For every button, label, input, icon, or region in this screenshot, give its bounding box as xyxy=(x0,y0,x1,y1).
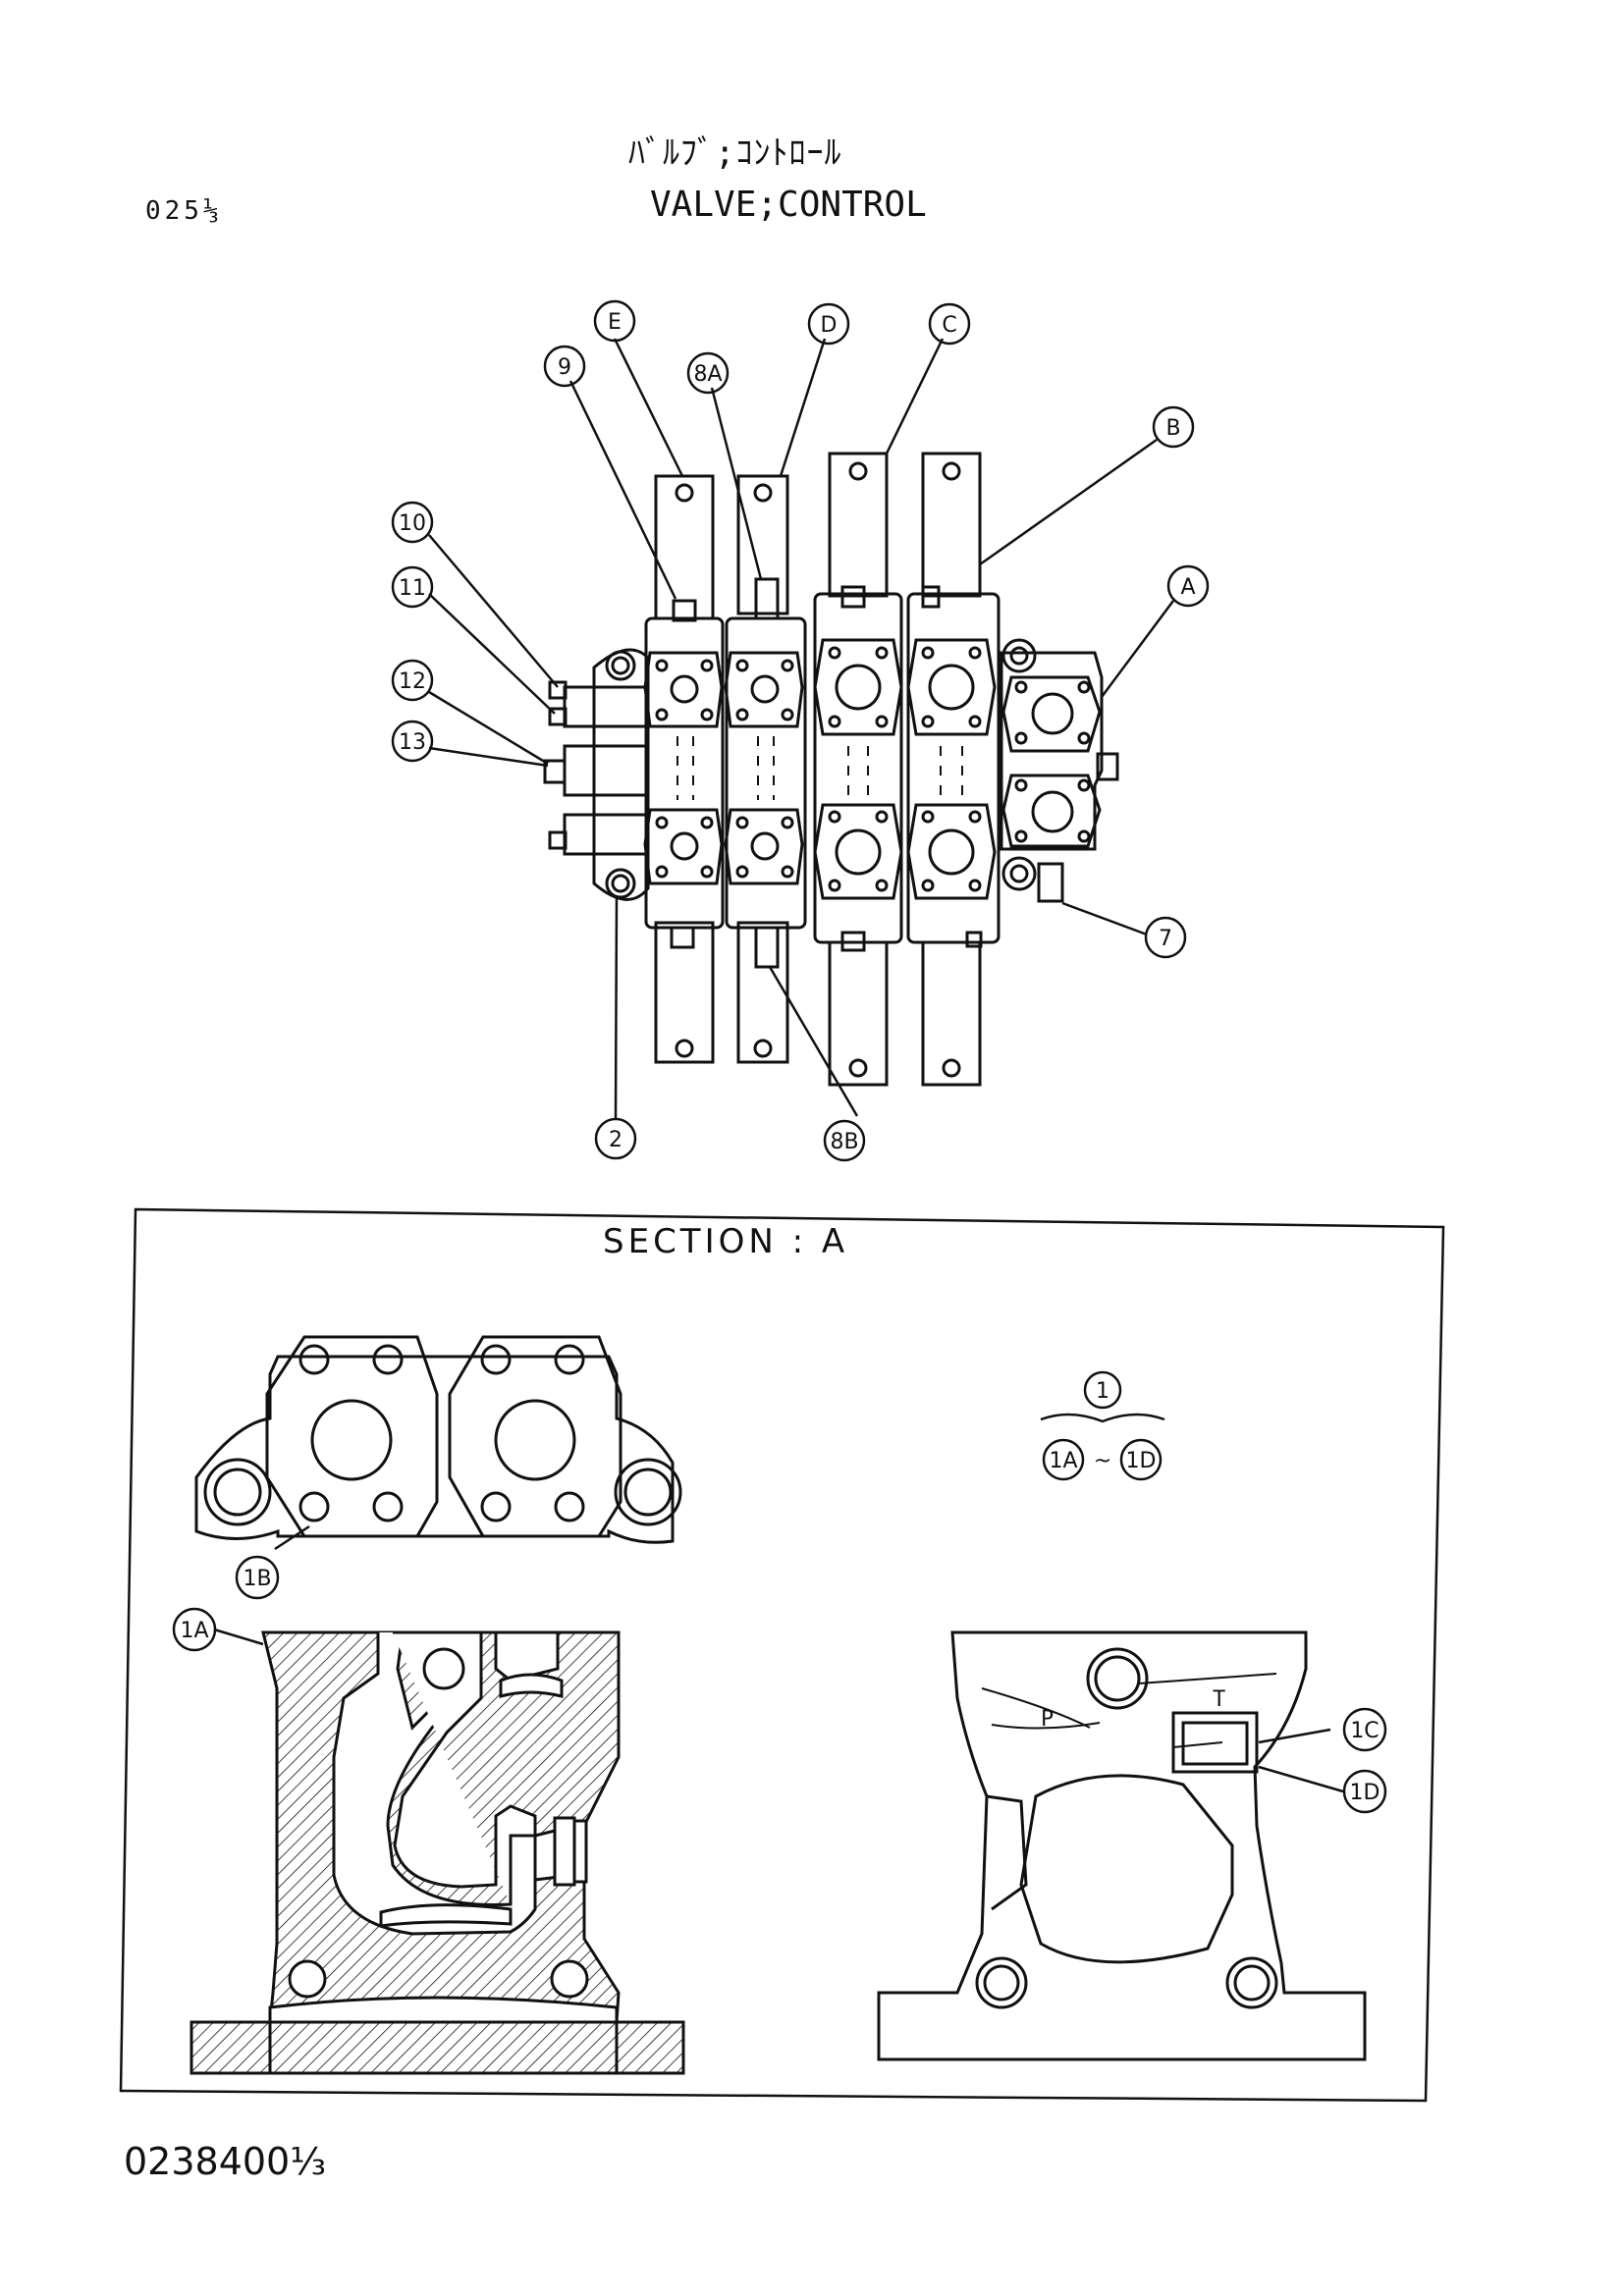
callout-8a: 8A xyxy=(693,362,722,387)
title-english: VALVE;CONTROL xyxy=(650,185,927,225)
main-callouts: E 9 8A D C B 10 11 12 13 A 7 2 8B xyxy=(391,299,1210,1162)
section-legend: 1 1A ~ 1D xyxy=(1040,1370,1165,1481)
legend-top: 1 xyxy=(1096,1379,1109,1404)
end-cover-top-view xyxy=(194,1335,682,1544)
callout-b: B xyxy=(1165,416,1180,441)
legend-right: 1D xyxy=(1126,1449,1157,1473)
section-callouts: 1B 1A 1C 1D xyxy=(172,1524,1387,1814)
callout-1d: 1D xyxy=(1350,1781,1380,1805)
port-label-p: P xyxy=(1041,1707,1054,1732)
end-cover-side-view: P T xyxy=(877,1630,1367,2061)
document-number: 0238400⅓ xyxy=(124,2140,327,2183)
page-code: 025⅓ xyxy=(145,196,223,226)
callout-c: C xyxy=(942,313,956,338)
callout-1a: 1A xyxy=(180,1619,208,1643)
valve-assembly xyxy=(543,452,1119,1087)
callout-13: 13 xyxy=(399,730,426,755)
section-frame xyxy=(119,1207,1445,2103)
callout-9: 9 xyxy=(558,355,571,380)
callout-d: D xyxy=(821,313,838,338)
callout-11: 11 xyxy=(399,576,426,601)
callout-2: 2 xyxy=(609,1128,622,1152)
callout-7: 7 xyxy=(1159,927,1172,951)
callout-8b: 8B xyxy=(830,1130,858,1154)
title-japanese: ﾊﾞﾙﾌﾞ;ｺﾝﾄﾛｰﾙ xyxy=(628,133,842,173)
port-label-t: T xyxy=(1213,1687,1225,1712)
callout-12: 12 xyxy=(399,669,426,694)
callout-1c: 1C xyxy=(1350,1719,1379,1743)
callout-10: 10 xyxy=(399,511,426,536)
section-title: SECTION : A xyxy=(603,1222,849,1261)
callout-e: E xyxy=(608,310,622,335)
legend-separator: ~ xyxy=(1094,1449,1111,1473)
callout-1b: 1B xyxy=(243,1567,271,1591)
legend-left: 1A xyxy=(1049,1449,1077,1473)
callout-a: A xyxy=(1180,575,1195,600)
cross-section-1a xyxy=(189,1630,685,2075)
